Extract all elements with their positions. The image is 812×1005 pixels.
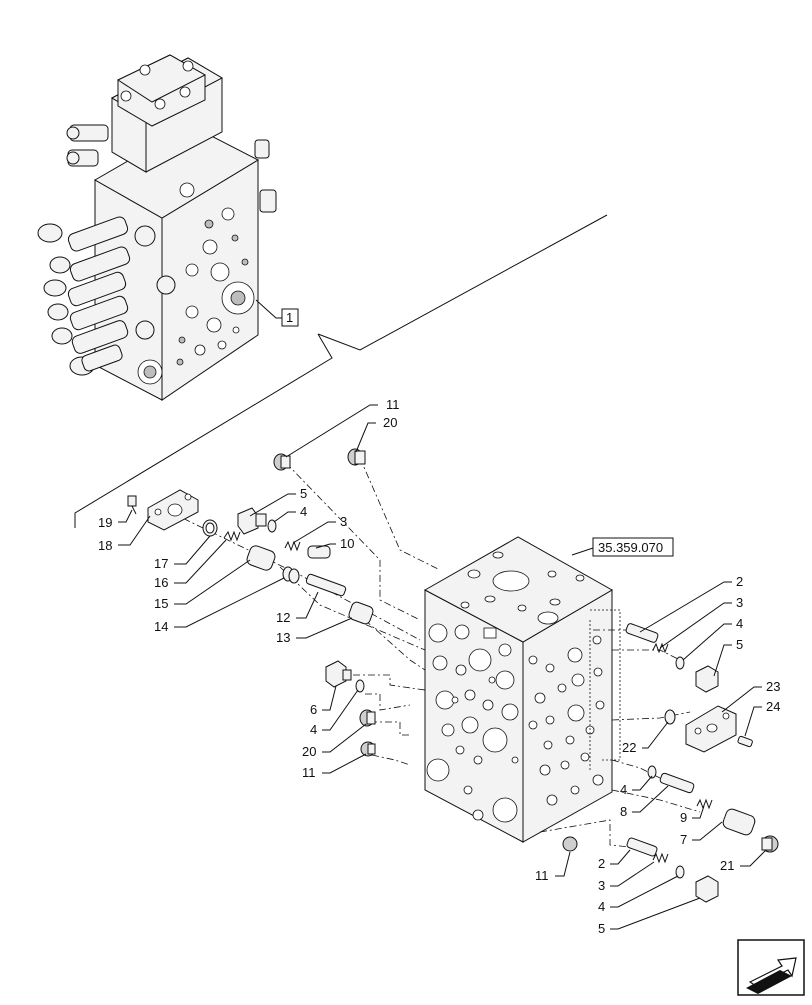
callout-box-1[interactable] <box>281 308 299 327</box>
callout-4: 4 <box>598 899 605 914</box>
callout-leaders <box>118 404 767 930</box>
callout-3: 3 <box>340 514 347 529</box>
callout-13: 13 <box>276 630 290 645</box>
reference-box[interactable] <box>592 537 674 557</box>
callout-10: 10 <box>340 536 354 551</box>
callout-5: 5 <box>598 921 605 936</box>
small-parts <box>127 448 779 903</box>
callout-3: 3 <box>598 878 605 893</box>
callout-17: 17 <box>154 556 168 571</box>
callout-20: 20 <box>383 415 397 430</box>
block-ports-left <box>426 623 519 823</box>
callout-23: 23 <box>766 679 780 694</box>
callout-7: 7 <box>680 832 687 847</box>
callout-16: 16 <box>154 575 168 590</box>
callout-4: 4 <box>300 504 307 519</box>
valve-section-block <box>423 536 614 843</box>
callout-4: 4 <box>620 782 627 797</box>
callout-11: 11 <box>302 765 316 780</box>
callout-24: 24 <box>766 699 780 714</box>
callout-22: 22 <box>622 740 636 755</box>
callout-8: 8 <box>620 804 627 819</box>
callout-5: 5 <box>300 486 307 501</box>
callout-15: 15 <box>154 596 168 611</box>
callout-19: 19 <box>98 515 112 530</box>
callout-6: 6 <box>310 702 317 717</box>
control-valve-assembly <box>37 54 277 401</box>
next-page-arrow-icon[interactable] <box>737 939 805 996</box>
callout-11: 11 <box>535 868 549 883</box>
callout-box-1-label: 1 <box>286 310 293 325</box>
callout-9: 9 <box>680 810 687 825</box>
callout-5: 5 <box>736 637 743 652</box>
reference-box-label: 35.359.070 <box>598 540 663 555</box>
callout-21: 21 <box>720 858 734 873</box>
callout-12: 12 <box>276 610 290 625</box>
side-fittings <box>37 216 176 376</box>
callout-18: 18 <box>98 538 112 553</box>
callout-20: 20 <box>302 744 316 759</box>
callout-2: 2 <box>598 856 605 871</box>
callout-3: 3 <box>736 595 743 610</box>
callout-numbers: 11 20 5 4 3 10 19 18 17 16 15 14 12 13 6… <box>98 397 780 936</box>
callout-4: 4 <box>736 616 743 631</box>
callout-14: 14 <box>154 619 168 634</box>
callout-4: 4 <box>310 722 317 737</box>
callout-2: 2 <box>736 574 743 589</box>
callout-11: 11 <box>386 397 400 412</box>
